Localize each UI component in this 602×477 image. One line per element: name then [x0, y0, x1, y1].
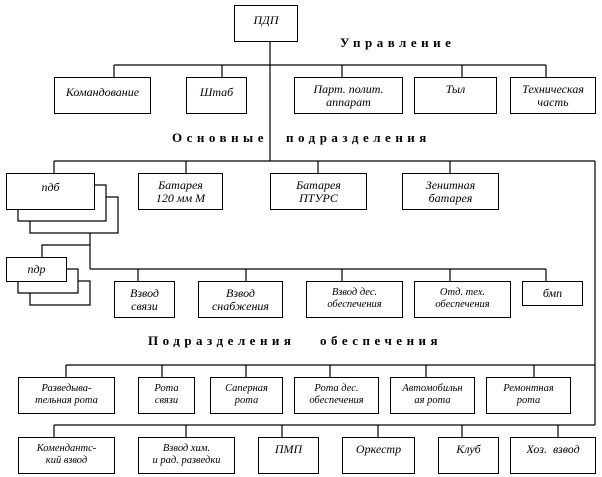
unit-command: Командование [54, 77, 151, 114]
section-main-right: подразделения [286, 130, 431, 145]
unit-party-political: Парт. полит.аппарат [294, 77, 403, 114]
section-support-right: обеспечения [320, 333, 443, 348]
unit-pdb: пдб [6, 173, 95, 210]
unit-pdr: пдр [6, 257, 67, 282]
support-orchestra: Оркестр [342, 437, 415, 474]
unit-bmp: бмп [522, 281, 583, 306]
platoon-airborne-support: Взвод дес.обеспечения [306, 281, 403, 318]
support-chem-platoon: Взвод хим.и рад. разведки [138, 437, 235, 474]
unit-staff: Штаб [186, 77, 247, 114]
support-club: Клуб [438, 437, 499, 474]
support-commandant-platoon: Комендантс-кий взвод [18, 437, 115, 474]
support-household-platoon: Хоз. взвод [510, 437, 596, 474]
section-main-left: Основные [172, 130, 268, 145]
section-tech-support: Отд. тех.обеспечения [414, 281, 511, 318]
support-pmp: ПМП [258, 437, 319, 474]
section-management: Управление [340, 35, 456, 50]
unit-rear: Тыл [414, 77, 497, 114]
support-airborne-company: Рота дес.обеспечения [294, 377, 379, 414]
section-support-left: Подразделения [148, 333, 296, 348]
pdp-label: ПДП [253, 13, 279, 27]
support-recon-company: Разведыва-тельная рота [18, 377, 115, 414]
pdp-box: ПДП [234, 5, 298, 42]
